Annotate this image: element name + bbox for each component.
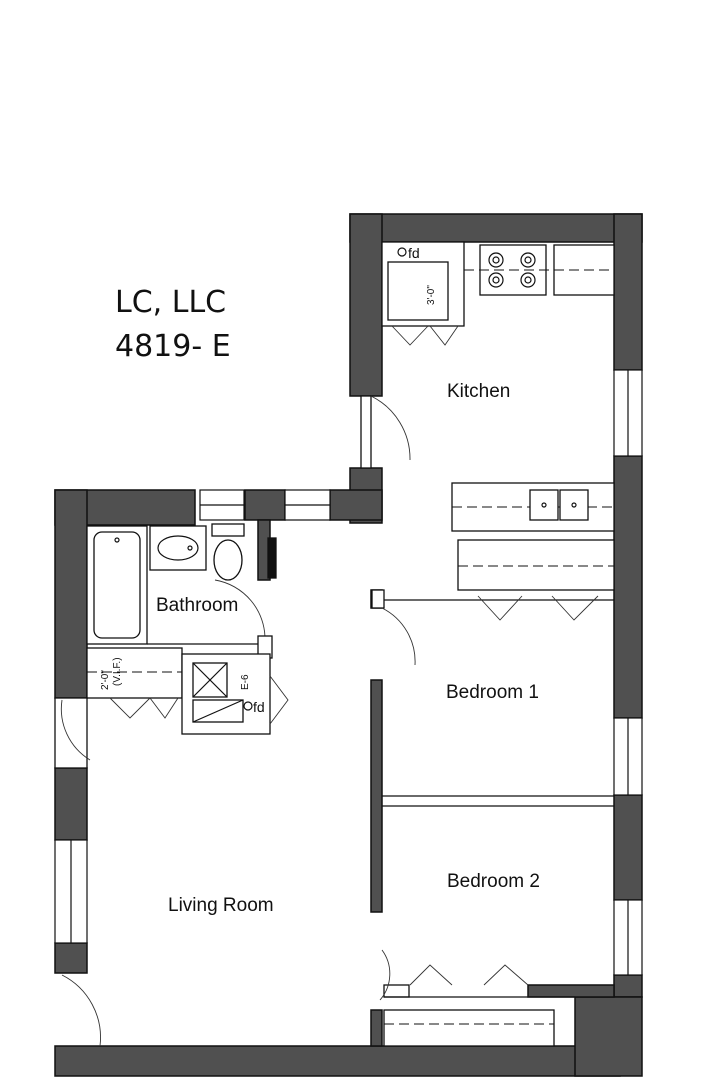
room-label-bedroom-2: Bedroom 2 (447, 871, 540, 892)
hall-floor-drain-label: fd (253, 699, 265, 715)
room-label-living-room: Living Room (168, 895, 274, 916)
hall-dimension-label: 2'-0" (100, 670, 111, 690)
room-label-bathroom: Bathroom (156, 595, 238, 616)
room-label-bedroom-1: Bedroom 1 (446, 682, 539, 703)
walls (54, 213, 643, 1077)
room-label-kitchen: Kitchen (447, 381, 510, 402)
kitchen-dimension-label: 3'-0" (426, 285, 437, 305)
property-name: LC, LLC (115, 285, 226, 320)
bathroom-fixtures (86, 523, 277, 659)
hall-dimension-note: (V.I.F.) (112, 657, 123, 686)
bedroom-fixtures (371, 589, 614, 1047)
windows (54, 369, 643, 976)
property-title: LC, LLC 4819- E (115, 285, 231, 364)
hall-fixtures: 2'-0" (V.I.F.) E-6 fd (54, 647, 289, 1047)
room-labels: Kitchen Bathroom Bedroom 1 Bedroom 2 Liv… (156, 381, 540, 916)
equipment-tag: E-6 (240, 674, 251, 690)
floor-drain-label: fd (408, 245, 420, 261)
unit-number: 4819- E (115, 329, 231, 364)
kitchen-fixtures: fd 3'-0" (360, 241, 615, 591)
